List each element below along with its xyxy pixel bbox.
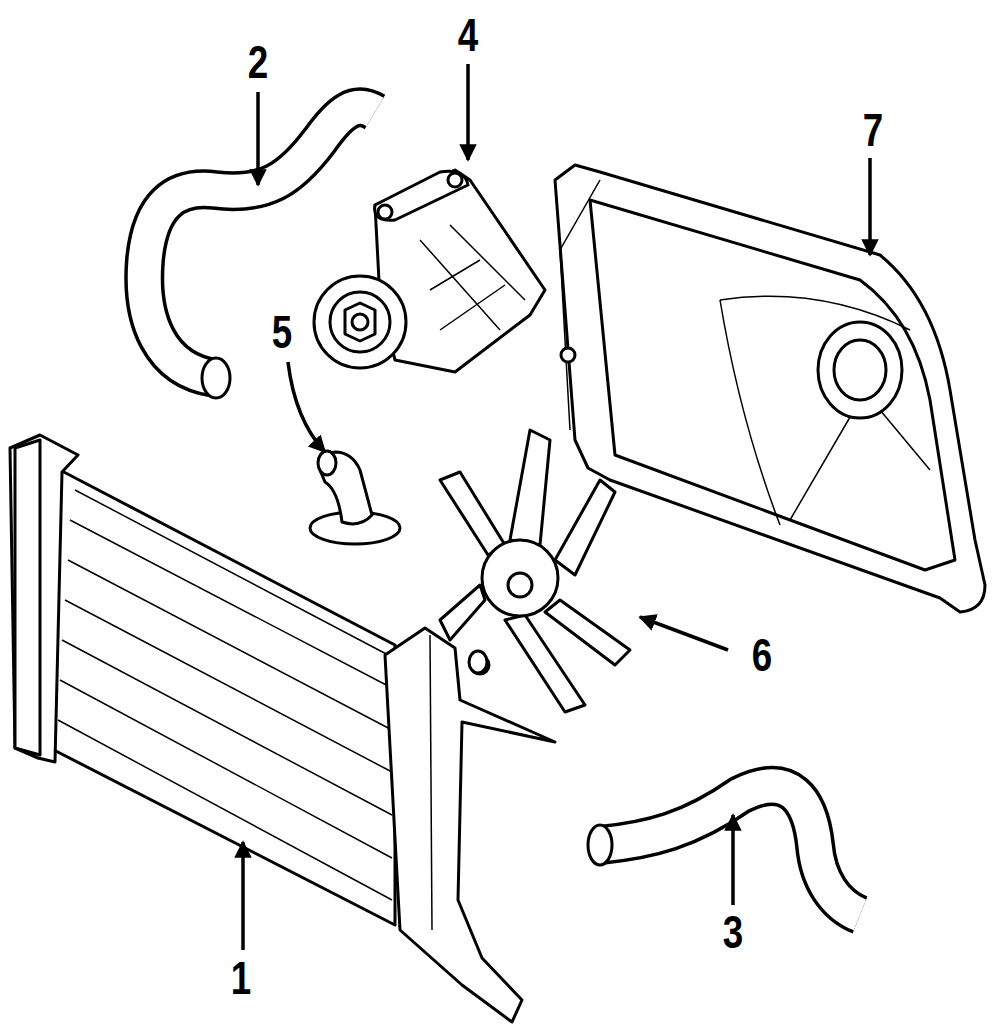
water-pump xyxy=(314,170,545,372)
callout-number: 7 xyxy=(863,107,883,153)
radiator xyxy=(10,435,555,1022)
thermostat-housing xyxy=(310,451,400,544)
water-pump-line xyxy=(378,205,392,219)
fan-shroud-line xyxy=(561,348,575,362)
water-pump-line xyxy=(330,292,390,352)
cooling-fan-line xyxy=(440,472,505,555)
water-pump-line xyxy=(375,171,468,220)
cooling-fan-line xyxy=(555,480,615,575)
cooling-fan-line xyxy=(482,540,558,616)
lower-hose-line xyxy=(588,825,612,865)
cooling-fan-line xyxy=(505,615,585,712)
water-pump-line xyxy=(345,303,375,341)
leader-arrows-line xyxy=(868,158,872,255)
leader-arrows-line xyxy=(256,92,260,185)
water-pump-line xyxy=(448,173,462,187)
radiator-line xyxy=(15,440,40,755)
thermostat-housing-line xyxy=(318,451,336,475)
fan-shroud-line xyxy=(560,180,600,430)
fan-shroud-line xyxy=(720,296,910,330)
radiator-line xyxy=(385,628,555,1022)
callout-number: 2 xyxy=(248,39,268,85)
leader-arrows-line xyxy=(241,842,245,950)
callout-number: 1 xyxy=(231,955,251,1001)
radiator-line xyxy=(10,435,78,762)
lower-hose xyxy=(588,786,860,915)
water-pump-line xyxy=(420,225,525,330)
fan-shroud-line xyxy=(590,200,955,570)
callout-number: 4 xyxy=(458,12,478,58)
leader-arrows xyxy=(243,64,870,950)
fan-shroud xyxy=(555,165,985,612)
callout-number: 3 xyxy=(723,909,743,955)
water-pump-line xyxy=(314,276,406,368)
cooling-fan xyxy=(440,430,630,712)
fan-shroud-line xyxy=(834,340,886,400)
cooling-fan-line xyxy=(440,585,485,640)
fan-shroud-line xyxy=(880,410,930,470)
cooling-fan-line xyxy=(545,600,630,665)
callout-number: 5 xyxy=(272,309,292,355)
fan-shroud-line xyxy=(555,165,985,612)
leader-arrows-line xyxy=(640,617,728,650)
water-pump-line xyxy=(352,314,368,330)
leader-arrows-line xyxy=(466,64,470,160)
leader-arrows-line xyxy=(731,815,735,905)
radiator-line xyxy=(430,635,432,930)
callout-number: 6 xyxy=(752,632,772,678)
radiator-line xyxy=(58,490,392,900)
cooling-fan-line xyxy=(508,573,532,597)
radiator-line xyxy=(469,651,487,673)
cooling-fan-line xyxy=(510,430,550,545)
fan-shroud-line xyxy=(818,322,902,418)
upper-hose-line xyxy=(202,358,230,398)
lower-hose-line xyxy=(600,786,860,915)
leader-arrows-line xyxy=(288,362,325,452)
fan-shroud-line xyxy=(720,300,780,525)
radiator-line xyxy=(50,470,395,925)
lower-hose-line xyxy=(600,786,860,915)
